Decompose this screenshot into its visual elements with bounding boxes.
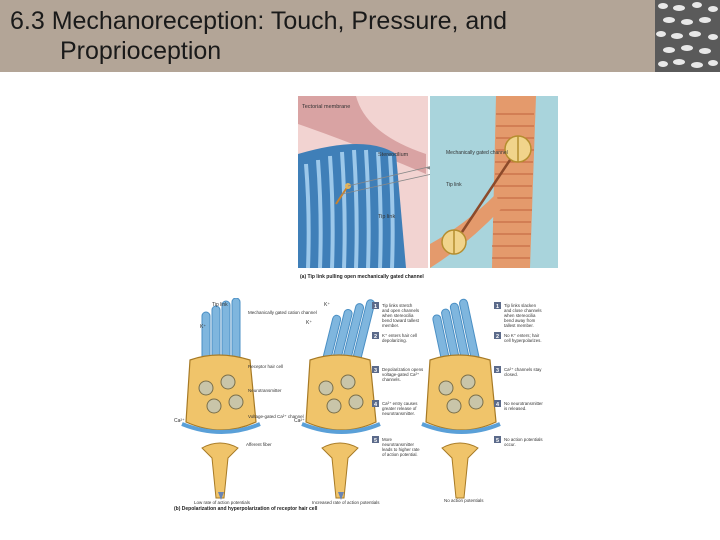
low-rate-label: Low rate of action potentials [194,500,251,505]
mid-step-number: 2 [374,334,377,340]
mid-step-number: 3 [374,368,377,374]
panel-b-caption: (b) Depolarization and hyperpolarization… [174,506,318,512]
k-ion-label: K⁺ [200,324,206,330]
tip-link-label: Tip link [212,302,228,308]
right-step-number: 5 [496,438,499,444]
ca-ion-label-mid: Ca²⁺ [294,418,305,424]
tip-link-label: Tip link [378,214,395,220]
title-line-1: 6.3 Mechanoreception: Touch, Pressure, a… [10,7,507,35]
mech-channel-label: Mechanically gated cation channel [248,310,317,315]
panel-b-diagram: Tip link K⁺ Mechanically gated cation ch… [172,298,552,516]
right-step-number: 2 [496,334,499,340]
channel-label: Mechanically gated channel [446,150,508,156]
right-step-number: 1 [496,304,499,310]
decorative-texture-image [655,0,720,72]
receptor-hair-cell-label: Receptor hair cell [248,364,283,369]
mid-step-number: 1 [374,304,377,310]
k-ion-label-mid-left: K⁺ [306,320,312,326]
tectorial-label: Tectorial membrane [302,104,350,110]
mid-step-number: 5 [374,438,377,444]
right-step-number: 3 [496,368,499,374]
title-bar: 6.3 Mechanoreception: Touch, Pressure, a… [0,0,720,72]
stereocilium-label: Stereocilium [378,152,409,158]
ca-ion-label: Ca²⁺ [174,418,185,424]
neurotransmitter-label: Neurotransmitter [248,388,282,393]
afferent-fiber-label: Afferent fiber [246,442,272,447]
zoom-tip-link-label: Tip link [446,182,462,188]
title-line-2: Proprioception [10,37,221,65]
k-ion-label-mid-top: K⁺ [324,302,330,308]
panel-a-caption: (a) Tip link pulling open mechanically g… [300,274,424,280]
increased-rate-label: Increased rate of action potentials [312,500,380,505]
panel-a-diagram: Tectorial membrane Stereocilium Tip link… [296,94,560,290]
no-action-potentials-label: No action potentials [444,498,484,503]
slide-title: 6.3 Mechanoreception: Touch, Pressure, a… [10,6,507,66]
stereocilia-bundle [298,144,406,268]
